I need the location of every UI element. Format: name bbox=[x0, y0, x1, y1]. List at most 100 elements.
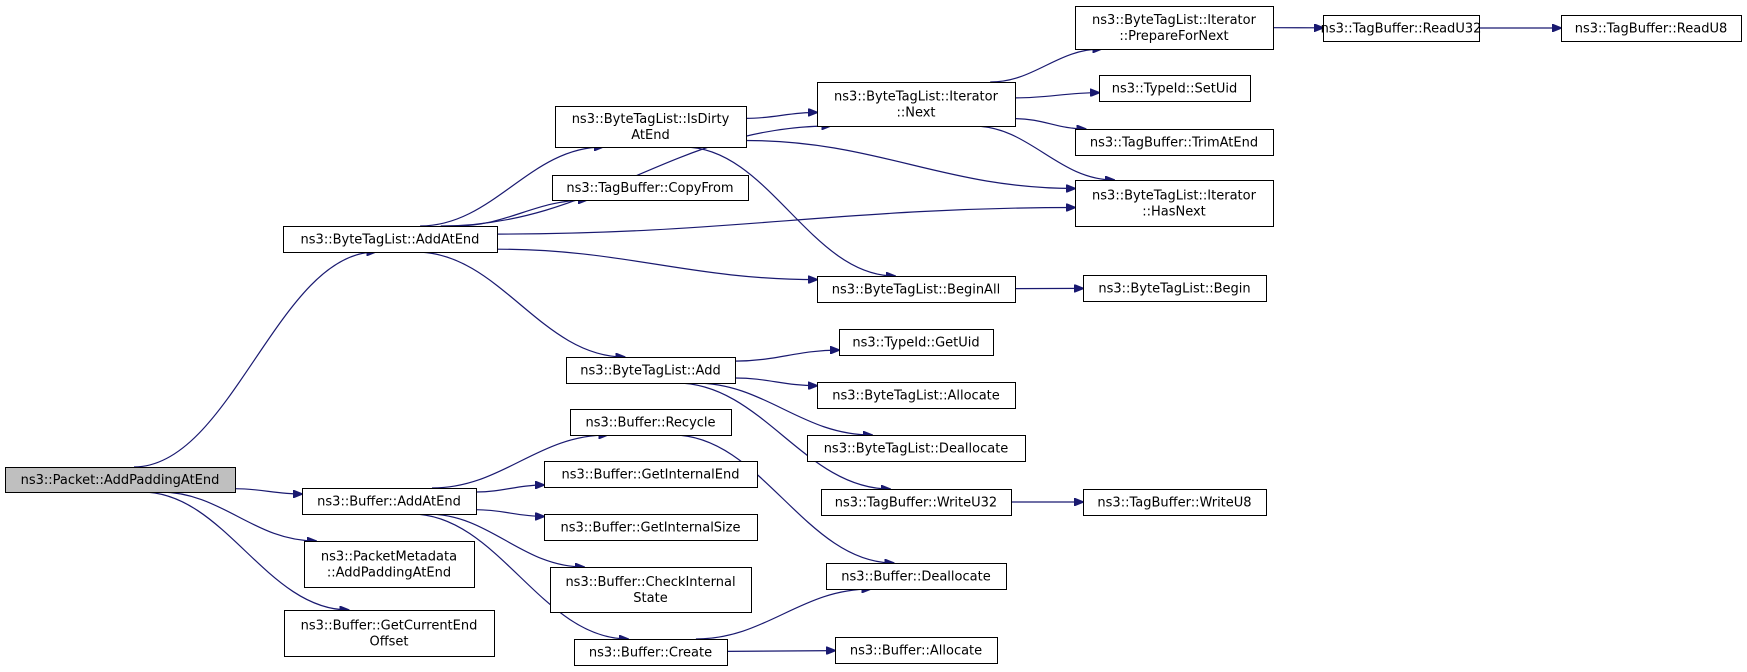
edge-btl_addatend-to-btl_beginall bbox=[496, 248, 817, 279]
node-box bbox=[835, 637, 998, 664]
node-label: ns3::ByteTagList::Deallocate bbox=[824, 442, 1009, 457]
node-tb-trimatend[interactable]: ns3::TagBuffer::TrimAtEnd bbox=[1075, 129, 1274, 156]
node-tb-copyfrom[interactable]: ns3::TagBuffer::CopyFrom bbox=[552, 175, 749, 201]
node-box bbox=[1083, 275, 1267, 302]
node-box bbox=[1083, 489, 1267, 516]
node-label: State bbox=[633, 591, 667, 606]
node-label: ns3::Buffer::GetCurrentEnd bbox=[301, 619, 478, 634]
node-typeid-setuid[interactable]: ns3::TypeId::SetUid bbox=[1099, 75, 1251, 102]
node-packet-addpadding[interactable]: ns3::Packet::AddPaddingAtEnd bbox=[5, 467, 236, 493]
node-tb-readu8[interactable]: ns3::TagBuffer::ReadU8 bbox=[1561, 15, 1742, 42]
node-btl-beginall[interactable]: ns3::ByteTagList::BeginAll bbox=[817, 276, 1016, 303]
node-label: ns3::TypeId::GetUid bbox=[852, 336, 979, 351]
node-label: ns3::ByteTagList::Iterator bbox=[1092, 189, 1257, 204]
node-label: AtEnd bbox=[631, 128, 669, 143]
node-label: Offset bbox=[369, 635, 408, 650]
node-box bbox=[5, 467, 236, 493]
node-box bbox=[574, 639, 728, 666]
edge-btl_add-to-btl_deallocate bbox=[694, 382, 872, 435]
node-buf-recycle[interactable]: ns3::Buffer::Recycle bbox=[570, 409, 732, 436]
edge-packet_addpadding-to-pm_addpadding bbox=[159, 491, 316, 541]
edge-packet_addpadding-to-btl_addatend bbox=[133, 252, 375, 468]
node-label: ns3::TypeId::SetUid bbox=[1112, 82, 1237, 97]
node-label: ns3::TagBuffer::WriteU32 bbox=[835, 496, 997, 511]
node-box bbox=[566, 357, 736, 384]
node-btl-iter-hasnext[interactable]: ns3::ByteTagList::Iterator::HasNext bbox=[1075, 180, 1274, 227]
node-label: ns3::ByteTagList::BeginAll bbox=[832, 283, 1000, 298]
node-btl-addatend[interactable]: ns3::ByteTagList::AddAtEnd bbox=[283, 226, 498, 253]
node-box bbox=[284, 610, 495, 657]
node-pm-addpadding[interactable]: ns3::PacketMetadata::AddPaddingAtEnd bbox=[304, 541, 475, 588]
node-btl-iter-preparefornext[interactable]: ns3::ByteTagList::Iterator::PrepareForNe… bbox=[1075, 6, 1274, 50]
node-btl-begin[interactable]: ns3::ByteTagList::Begin bbox=[1083, 275, 1267, 302]
node-btl-allocate[interactable]: ns3::ByteTagList::Allocate bbox=[817, 382, 1016, 409]
node-label: ns3::ByteTagList::Iterator bbox=[834, 90, 999, 105]
edge-btl_iter_next-to-typeid_setuid bbox=[1014, 93, 1099, 99]
node-buf-allocate[interactable]: ns3::Buffer::Allocate bbox=[835, 637, 998, 664]
node-label: ns3::Buffer::GetInternalEnd bbox=[561, 468, 739, 483]
edge-btl_addatend-to-tb_copyfrom bbox=[455, 200, 587, 227]
node-label: ns3::Buffer::AddAtEnd bbox=[317, 495, 461, 510]
node-typeid-getuid[interactable]: ns3::TypeId::GetUid bbox=[839, 329, 994, 356]
node-label: ns3::TagBuffer::ReadU32 bbox=[1321, 22, 1482, 37]
node-label: ns3::TagBuffer::ReadU8 bbox=[1575, 22, 1728, 37]
node-label: ns3::ByteTagList::Iterator bbox=[1092, 13, 1257, 28]
node-box bbox=[304, 541, 475, 588]
edge-btl_isdirty-to-btl_iter_hasnext bbox=[745, 139, 1075, 189]
node-label: ns3::ByteTagList::Allocate bbox=[832, 389, 1000, 404]
node-label: ns3::Buffer::Deallocate bbox=[841, 570, 990, 585]
edge-buf_create-to-buf_deallocate bbox=[695, 589, 871, 640]
edge-btl_iter_next-to-btl_iter_preparefornext bbox=[990, 49, 1101, 83]
node-label: ns3::Buffer::CheckInternal bbox=[565, 575, 735, 590]
node-label: ::AddPaddingAtEnd bbox=[327, 566, 451, 581]
node-tb-writeu32[interactable]: ns3::TagBuffer::WriteU32 bbox=[821, 489, 1012, 516]
node-buf-create[interactable]: ns3::Buffer::Create bbox=[574, 639, 728, 666]
node-buf-getinternalsize[interactable]: ns3::Buffer::GetInternalSize bbox=[544, 514, 758, 541]
node-label: ::HasNext bbox=[1142, 205, 1206, 220]
node-box bbox=[807, 435, 1026, 462]
node-tb-readu32[interactable]: ns3::TagBuffer::ReadU32 bbox=[1321, 15, 1482, 42]
node-label: ns3::TagBuffer::WriteU8 bbox=[1097, 496, 1251, 511]
edge-btl_iter_next-to-tb_trimatend bbox=[1014, 118, 1086, 129]
node-label: ns3::Buffer::Create bbox=[589, 646, 712, 661]
node-buf-getinternalend[interactable]: ns3::Buffer::GetInternalEnd bbox=[544, 461, 758, 488]
node-label: ns3::ByteTagList::AddAtEnd bbox=[301, 233, 480, 248]
node-box bbox=[1099, 75, 1251, 102]
edge-buf_addatend-to-buf_getinternalend bbox=[475, 485, 544, 493]
edge-buf_addatend-to-buf_create bbox=[411, 513, 629, 639]
node-label: ns3::TagBuffer::TrimAtEnd bbox=[1090, 136, 1258, 151]
node-box bbox=[552, 175, 749, 201]
edge-btl_addatend-to-btl_add bbox=[415, 251, 625, 357]
node-label: ns3::ByteTagList::Add bbox=[580, 364, 720, 379]
node-box bbox=[817, 82, 1016, 127]
node-label: ns3::Buffer::GetInternalSize bbox=[561, 521, 741, 536]
node-label: ns3::PacketMetadata bbox=[321, 550, 457, 565]
edge-buf_addatend-to-buf_getinternalsize bbox=[475, 509, 544, 517]
node-label: ns3::Buffer::Allocate bbox=[850, 644, 982, 659]
node-box bbox=[570, 409, 732, 436]
node-btl-iter-next[interactable]: ns3::ByteTagList::Iterator::Next bbox=[817, 82, 1016, 127]
node-box bbox=[817, 276, 1016, 303]
node-btl-deallocate[interactable]: ns3::ByteTagList::Deallocate bbox=[807, 435, 1026, 462]
node-label: ns3::Packet::AddPaddingAtEnd bbox=[21, 473, 220, 488]
node-box bbox=[817, 382, 1016, 409]
node-box bbox=[555, 106, 747, 148]
edge-packet_addpadding-to-buf_getcurrentend bbox=[141, 491, 349, 610]
node-box bbox=[839, 329, 994, 356]
edge-buf_create-to-buf_allocate bbox=[726, 651, 835, 652]
node-buf-addatend[interactable]: ns3::Buffer::AddAtEnd bbox=[302, 488, 477, 515]
node-btl-add[interactable]: ns3::ByteTagList::Add bbox=[566, 357, 736, 384]
node-label: ::PrepareForNext bbox=[1119, 29, 1228, 44]
node-buf-deallocate[interactable]: ns3::Buffer::Deallocate bbox=[826, 563, 1007, 590]
edge-btl_add-to-tb_writeu32 bbox=[676, 382, 890, 489]
node-label: ::Next bbox=[896, 106, 935, 121]
node-box bbox=[826, 563, 1007, 590]
node-box bbox=[1075, 180, 1274, 227]
edges bbox=[133, 28, 1561, 652]
node-box bbox=[550, 567, 752, 613]
node-tb-writeu8[interactable]: ns3::TagBuffer::WriteU8 bbox=[1083, 489, 1267, 516]
edge-buf_addatend-to-buf_recycle bbox=[431, 435, 608, 489]
